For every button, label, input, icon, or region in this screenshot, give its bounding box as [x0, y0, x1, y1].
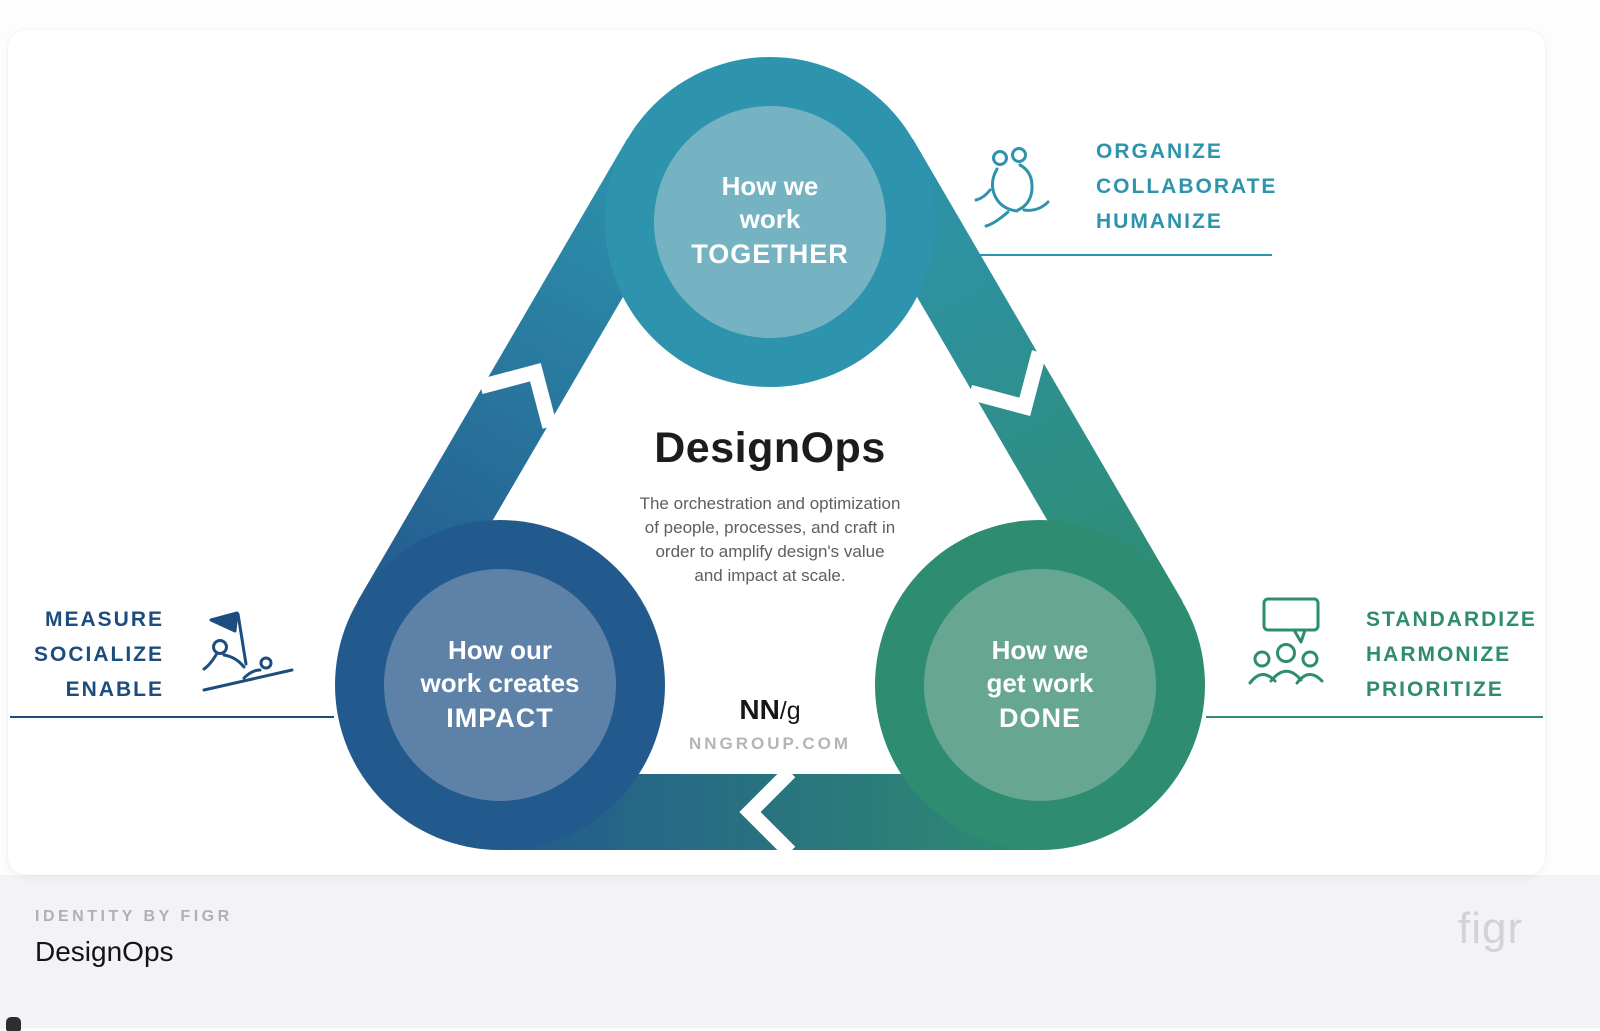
description-line: of people, processes, and craft in	[644, 518, 896, 537]
node-line: get work	[986, 668, 1094, 698]
node-together: How we work TOGETHER	[645, 170, 895, 272]
node-emphasis: DONE	[998, 703, 1081, 733]
impact-node-inner-circle	[384, 569, 616, 801]
annotation-impact: MEASURE SOCIALIZE ENABLE	[8, 602, 164, 707]
annotation-word: SOCIALIZE	[33, 643, 164, 666]
nng-website: NNGROUP.COM	[688, 734, 852, 753]
annotation-word: MEASURE	[44, 608, 164, 631]
nng-logo-rest: /g	[779, 697, 801, 725]
people-pair-icon	[974, 147, 1050, 228]
annotation-word: ORGANIZE	[1096, 140, 1223, 163]
annotation-word: PRIORITIZE	[1366, 678, 1504, 701]
node-emphasis: IMPACT	[446, 703, 554, 733]
annotation-word: COLLABORATE	[1096, 175, 1278, 198]
description-line: The orchestration and optimization	[639, 494, 901, 513]
nng-logo-bold: NN	[739, 694, 780, 725]
node-line: How we	[721, 171, 819, 201]
description-line: and impact at scale.	[694, 566, 846, 585]
node-line: work	[739, 204, 801, 234]
node-impact: How our work creates IMPACT	[375, 634, 625, 736]
annotation-word: ENABLE	[65, 678, 164, 701]
flag-person-icon	[202, 611, 294, 692]
annotation-done: STANDARDIZE HARMONIZE PRIORITIZE	[1366, 602, 1537, 707]
node-emphasis: TOGETHER	[691, 239, 849, 269]
speech-group-icon	[1248, 597, 1324, 685]
cropped-element	[6, 1017, 21, 1031]
diagram-description: The orchestration and optimization of pe…	[570, 492, 970, 588]
node-line: How our	[448, 635, 552, 665]
flow-arrow-right-icon	[968, 350, 1047, 416]
diagram-title: DesignOps	[654, 424, 886, 472]
flow-arrow-bottom-icon	[739, 766, 796, 858]
node-line: work creates	[420, 668, 580, 698]
nng-logo: NN/g	[520, 694, 1020, 726]
figr-brand-logo: figr	[1458, 904, 1524, 953]
description-line: order to amplify design's value	[655, 542, 885, 561]
footer-title: DesignOps	[35, 936, 174, 967]
annotation-word: STANDARDIZE	[1366, 608, 1537, 631]
together-node-inner-circle	[654, 106, 886, 338]
node-line: How we	[991, 635, 1089, 665]
annotation-word: HUMANIZE	[1096, 210, 1223, 233]
annotation-word: HARMONIZE	[1366, 643, 1512, 666]
footer-kicker: IDENTITY BY FIGR	[35, 908, 233, 925]
footer-band	[0, 875, 1600, 1028]
node-done: How we get work DONE	[915, 634, 1165, 736]
flow-arrow-left-icon	[478, 363, 558, 429]
done-node-inner-circle	[924, 569, 1156, 801]
annotation-together: ORGANIZE COLLABORATE HUMANIZE	[1096, 134, 1277, 239]
